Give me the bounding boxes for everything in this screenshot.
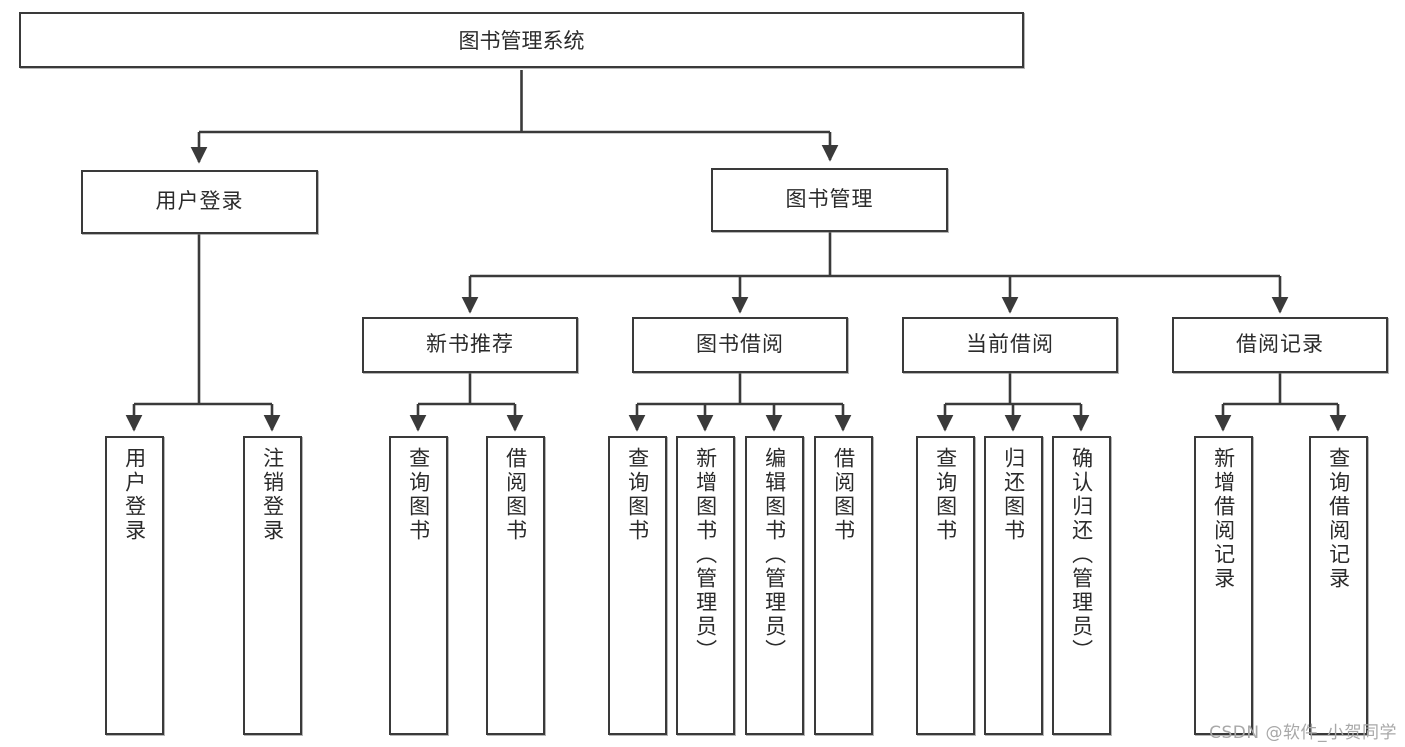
leaf-book-borrow-add[interactable]: 新增图书（管理员）	[676, 436, 735, 735]
node-borrow-record-label: 借阅记录	[1236, 332, 1324, 357]
node-current-borrow[interactable]: 当前借阅	[902, 317, 1118, 373]
leaf-label: 借阅图书	[831, 447, 856, 543]
leaf-label: 查询借阅记录	[1326, 447, 1351, 591]
node-borrow-record[interactable]: 借阅记录	[1172, 317, 1388, 373]
leaf-label: 查询图书	[625, 447, 650, 543]
leaf-label: 新增借阅记录	[1211, 447, 1236, 591]
leaf-user-login-logout[interactable]: 注销登录	[243, 436, 302, 735]
node-new-book-recommend[interactable]: 新书推荐	[362, 317, 578, 373]
node-user-login-label: 用户登录	[155, 189, 244, 214]
leaf-borrow-record-add[interactable]: 新增借阅记录	[1194, 436, 1253, 735]
leaf-label: 编辑图书（管理员）	[762, 447, 787, 663]
leaf-current-borrow-return[interactable]: 归还图书	[984, 436, 1043, 735]
leaf-new-book-borrow[interactable]: 借阅图书	[486, 436, 545, 735]
node-root-label: 图书管理系统	[458, 29, 585, 53]
leaf-label: 注销登录	[260, 447, 285, 543]
leaf-new-book-query[interactable]: 查询图书	[389, 436, 448, 735]
node-current-borrow-label: 当前借阅	[966, 332, 1054, 357]
node-book-management[interactable]: 图书管理	[711, 168, 948, 232]
node-book-borrow[interactable]: 图书借阅	[632, 317, 848, 373]
leaf-book-borrow-edit[interactable]: 编辑图书（管理员）	[745, 436, 804, 735]
leaf-label: 归还图书	[1001, 447, 1026, 543]
leaf-label: 查询图书	[406, 447, 431, 543]
leaf-book-borrow-borrow[interactable]: 借阅图书	[814, 436, 873, 735]
leaf-current-borrow-confirm-return[interactable]: 确认归还（管理员）	[1052, 436, 1111, 735]
node-root[interactable]: 图书管理系统	[19, 12, 1024, 68]
leaf-borrow-record-query[interactable]: 查询借阅记录	[1309, 436, 1368, 735]
leaf-label: 用户登录	[122, 447, 147, 543]
node-book-borrow-label: 图书借阅	[696, 332, 784, 357]
watermark-text: CSDN @软件_小贺同学	[1209, 723, 1397, 743]
leaf-user-login-login[interactable]: 用户登录	[105, 436, 164, 735]
leaf-book-borrow-query[interactable]: 查询图书	[608, 436, 667, 735]
node-user-login[interactable]: 用户登录	[81, 170, 318, 234]
leaf-label: 查询图书	[933, 447, 958, 543]
node-book-management-label: 图书管理	[785, 187, 874, 212]
leaf-label: 借阅图书	[503, 447, 528, 543]
leaf-label: 确认归还（管理员）	[1069, 447, 1094, 663]
leaf-label: 新增图书（管理员）	[693, 447, 718, 663]
leaf-current-borrow-query[interactable]: 查询图书	[916, 436, 975, 735]
node-new-book-recommend-label: 新书推荐	[426, 332, 514, 357]
